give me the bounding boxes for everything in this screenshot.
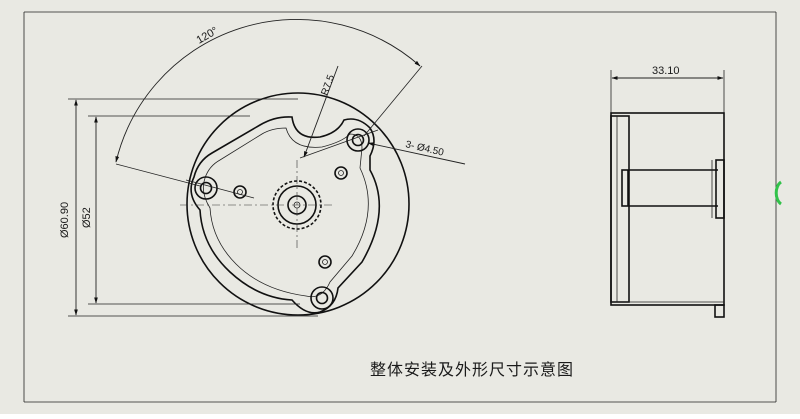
radius-leader: [303, 65, 339, 158]
screw-upper: [334, 166, 348, 180]
screw-lower: [318, 255, 332, 269]
side-view: 33.10: [610, 65, 725, 318]
angle-extension-top: [363, 65, 423, 137]
side-boss: [621, 169, 629, 207]
drawing-caption: 整体安装及外形尺寸示意图: [370, 360, 574, 379]
screw-left: [233, 185, 247, 199]
diameter-dimensions: Ø60.90 Ø52: [59, 98, 318, 317]
hole-centerline-left: [185, 179, 255, 199]
angle-extension-left: [115, 163, 201, 187]
front-view: [180, 92, 410, 316]
hole-leader: [367, 142, 466, 165]
side-rear-step: [715, 159, 725, 219]
length-label: 33.10: [652, 65, 680, 77]
pd-label: Ø52: [81, 207, 93, 228]
mounting-hole-bottom-inner: [315, 291, 329, 305]
screw-lower-inner: [322, 259, 328, 265]
od-label: Ø60.90: [59, 202, 71, 238]
screw-upper-inner: [338, 170, 344, 176]
mounting-hole-left-inner: [199, 181, 213, 195]
edge-mark: [774, 180, 782, 206]
mounting-hole-bottom: [310, 286, 334, 310]
side-connector-tab: [714, 304, 725, 318]
angle-arc: [115, 18, 421, 163]
